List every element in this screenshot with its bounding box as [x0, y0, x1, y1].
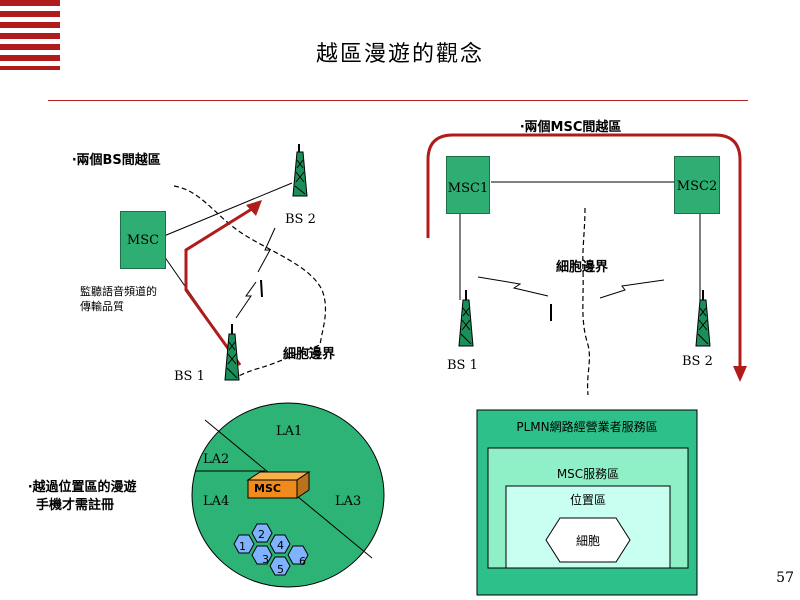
cell-3-label: 3	[262, 553, 269, 566]
msc-node-label: MSC	[126, 232, 160, 248]
roaming-bullet-line2: 手機才需註冊	[36, 498, 115, 513]
la1-label: LA1	[276, 424, 303, 439]
cell-hexagons	[233, 523, 309, 576]
right-bs2-label: BS 2	[682, 354, 713, 369]
right-bs1-tower-icon	[458, 290, 474, 347]
location-area-label: 位置區	[569, 493, 606, 507]
right-handoff-diagram	[426, 133, 747, 396]
msc-node: MSC	[120, 211, 166, 269]
bs2-tower-icon	[292, 144, 308, 197]
msc-handoff-bullet: ‧兩個MSC間越區	[520, 120, 622, 135]
cell-6-label: 6	[299, 555, 306, 568]
msc2-node: MSC2	[674, 156, 720, 214]
la3-label: LA3	[335, 494, 362, 509]
cell-1-label: 1	[239, 540, 246, 553]
cell-4-label: 4	[277, 539, 284, 552]
page-number: 57	[776, 570, 794, 586]
bs1-tower-icon	[224, 324, 240, 381]
monitor-text-line2: 傳輸品質	[80, 300, 124, 313]
right-bs2-tower-icon	[695, 290, 711, 347]
cell-label: 細胞	[575, 534, 600, 548]
msc1-node: MSC1	[446, 156, 490, 214]
left-handoff-diagram	[163, 144, 327, 381]
right-cell-boundary-label: 細胞邊界	[556, 260, 609, 275]
la2-label: LA2	[203, 452, 230, 467]
right-bs1-label: BS 1	[447, 358, 478, 373]
msc-box-label: MSC	[254, 482, 281, 495]
location-area-diagram	[191, 402, 385, 588]
page-title: 越區漫遊的觀念	[315, 42, 484, 67]
bs-handoff-bullet: ‧兩個BS間越區	[72, 153, 161, 168]
title-divider	[48, 100, 748, 101]
left-cell-boundary-label: 細胞邊界	[283, 347, 336, 362]
cell-2-label: 2	[258, 528, 265, 541]
la4-label: LA4	[203, 494, 230, 509]
roaming-bullet-line1: ‧越過位置區的漫遊	[28, 480, 137, 495]
msc-area-label: MSC服務區	[556, 467, 620, 481]
bs2-label: BS 2	[285, 212, 316, 227]
msc1-label: MSC1	[447, 181, 489, 196]
cell-5-label: 5	[277, 563, 284, 576]
monitor-text-line1: 監聽語音頻道的	[80, 285, 157, 298]
corner-stripes	[0, 0, 60, 70]
bs1-label: BS 1	[174, 369, 205, 384]
msc2-label: MSC2	[676, 179, 718, 194]
service-area-hierarchy	[476, 409, 698, 596]
plmn-area-label: PLMN網路經營業者服務區	[516, 420, 658, 434]
